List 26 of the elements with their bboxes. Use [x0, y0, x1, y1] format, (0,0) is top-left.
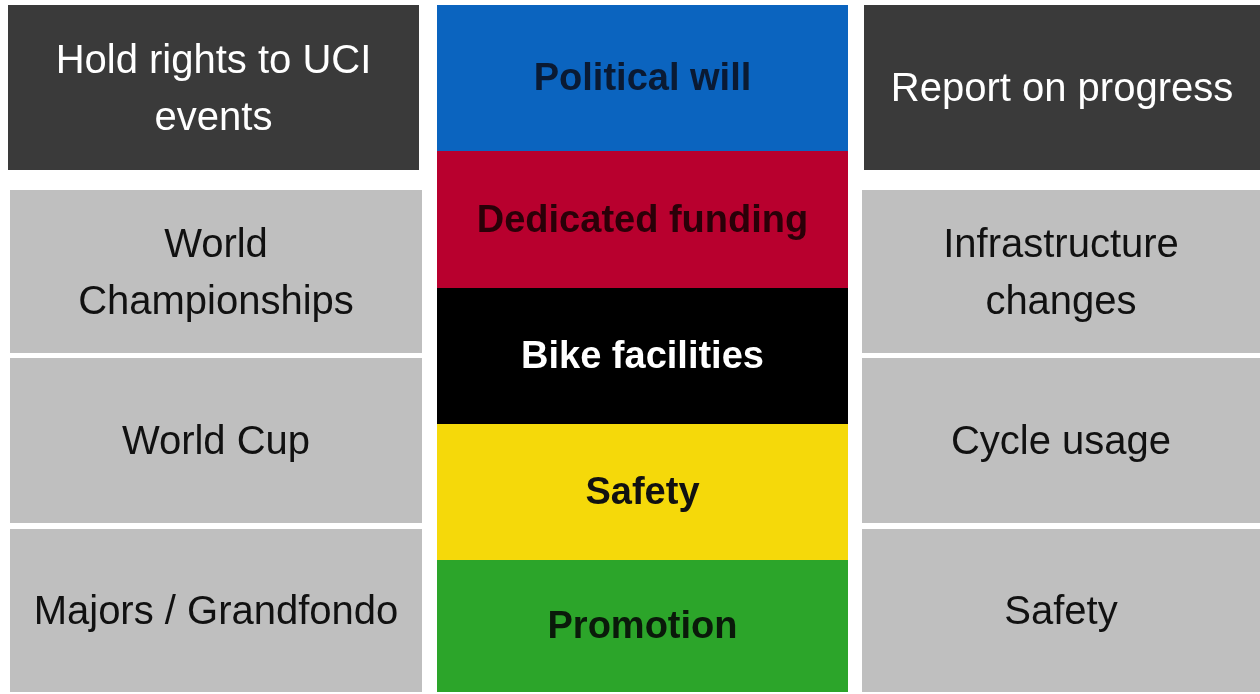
box-label: Infrastructure changes: [942, 219, 1180, 324]
box-label: Majors / Grandfondo: [33, 587, 399, 635]
box-label: Political will: [533, 55, 752, 100]
box-label: Safety: [1004, 587, 1118, 635]
report-box: [862, 190, 1260, 353]
pillar-band: [437, 288, 848, 424]
box-label: World Championships: [77, 219, 355, 324]
header-box: [8, 5, 419, 170]
box-label: Safety: [585, 469, 700, 514]
box-label: Dedicated funding: [476, 196, 809, 242]
event-box: [10, 529, 422, 692]
event-box: [10, 190, 422, 353]
box-label: World Cup: [121, 417, 311, 465]
box-label: Cycle usage: [950, 417, 1172, 465]
report-box: [862, 358, 1260, 523]
box-label: Report on progress: [890, 64, 1234, 112]
box-label: Hold rights to UCI events: [54, 35, 373, 140]
pillar-band: [437, 151, 848, 288]
pillar-band: [437, 424, 848, 560]
report-box: [862, 529, 1260, 692]
box-label: Bike facilities: [521, 333, 764, 378]
event-box: [10, 358, 422, 523]
pillar-band: [437, 5, 848, 151]
header-box: [864, 5, 1260, 170]
pillar-band: [437, 560, 848, 692]
box-label: Promotion: [547, 603, 738, 648]
